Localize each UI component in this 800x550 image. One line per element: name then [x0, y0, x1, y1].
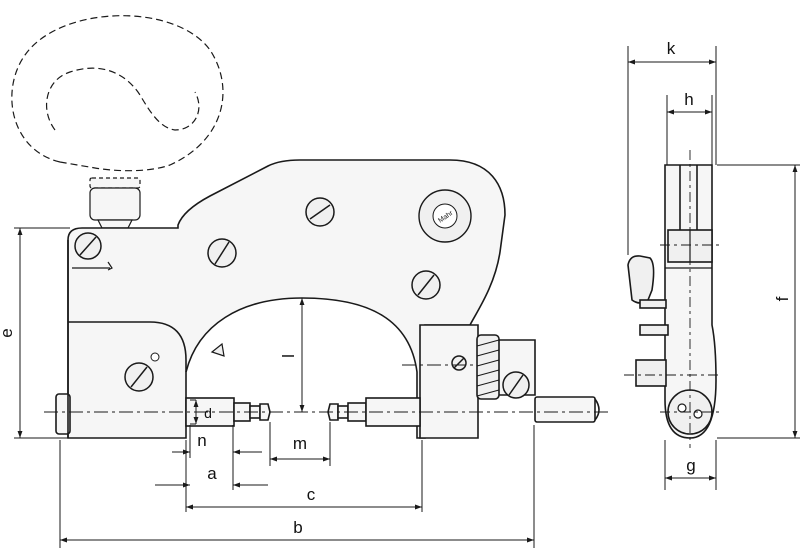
dimension-labels: a b c d e f g h k l m n	[0, 39, 792, 537]
center-lines	[44, 364, 612, 413]
side-center-lines	[624, 150, 722, 448]
screws	[74, 197, 530, 399]
dim-label-d: d	[204, 405, 212, 421]
handle-knob	[89, 177, 141, 229]
screw-icon	[451, 355, 467, 371]
dimension-lines	[14, 46, 800, 548]
knurled-wheel	[476, 334, 500, 400]
frame-notch	[72, 261, 113, 271]
handle-outline	[11, 15, 224, 172]
dim-label-g: g	[686, 456, 695, 475]
slide-rod	[534, 396, 596, 423]
frame-step	[68, 321, 187, 372]
brand-badge	[418, 189, 472, 243]
screw-icon	[411, 270, 441, 300]
dim-label-a: a	[207, 464, 217, 483]
dim-label-k: k	[667, 39, 676, 58]
left-stop	[55, 393, 71, 435]
front-view	[11, 15, 600, 439]
dim-label-f: f	[773, 296, 792, 301]
dim-label-e: e	[0, 328, 16, 337]
pin-hole	[150, 352, 160, 362]
screw-icon	[207, 238, 237, 268]
screw-icon	[124, 362, 154, 392]
dim-label-n: n	[197, 431, 206, 450]
screw-icon	[502, 371, 530, 399]
clip	[210, 342, 225, 357]
frame-body	[67, 159, 506, 439]
dim-label-m: m	[293, 434, 307, 453]
clamp-lever	[627, 255, 669, 387]
screw-icon	[74, 232, 102, 260]
screw-icon	[305, 197, 335, 227]
dim-label-h: h	[684, 90, 693, 109]
dim-label-c: c	[307, 485, 316, 504]
dim-label-l: l	[279, 354, 298, 358]
side-view	[627, 164, 717, 439]
dim-label-b: b	[293, 518, 302, 537]
